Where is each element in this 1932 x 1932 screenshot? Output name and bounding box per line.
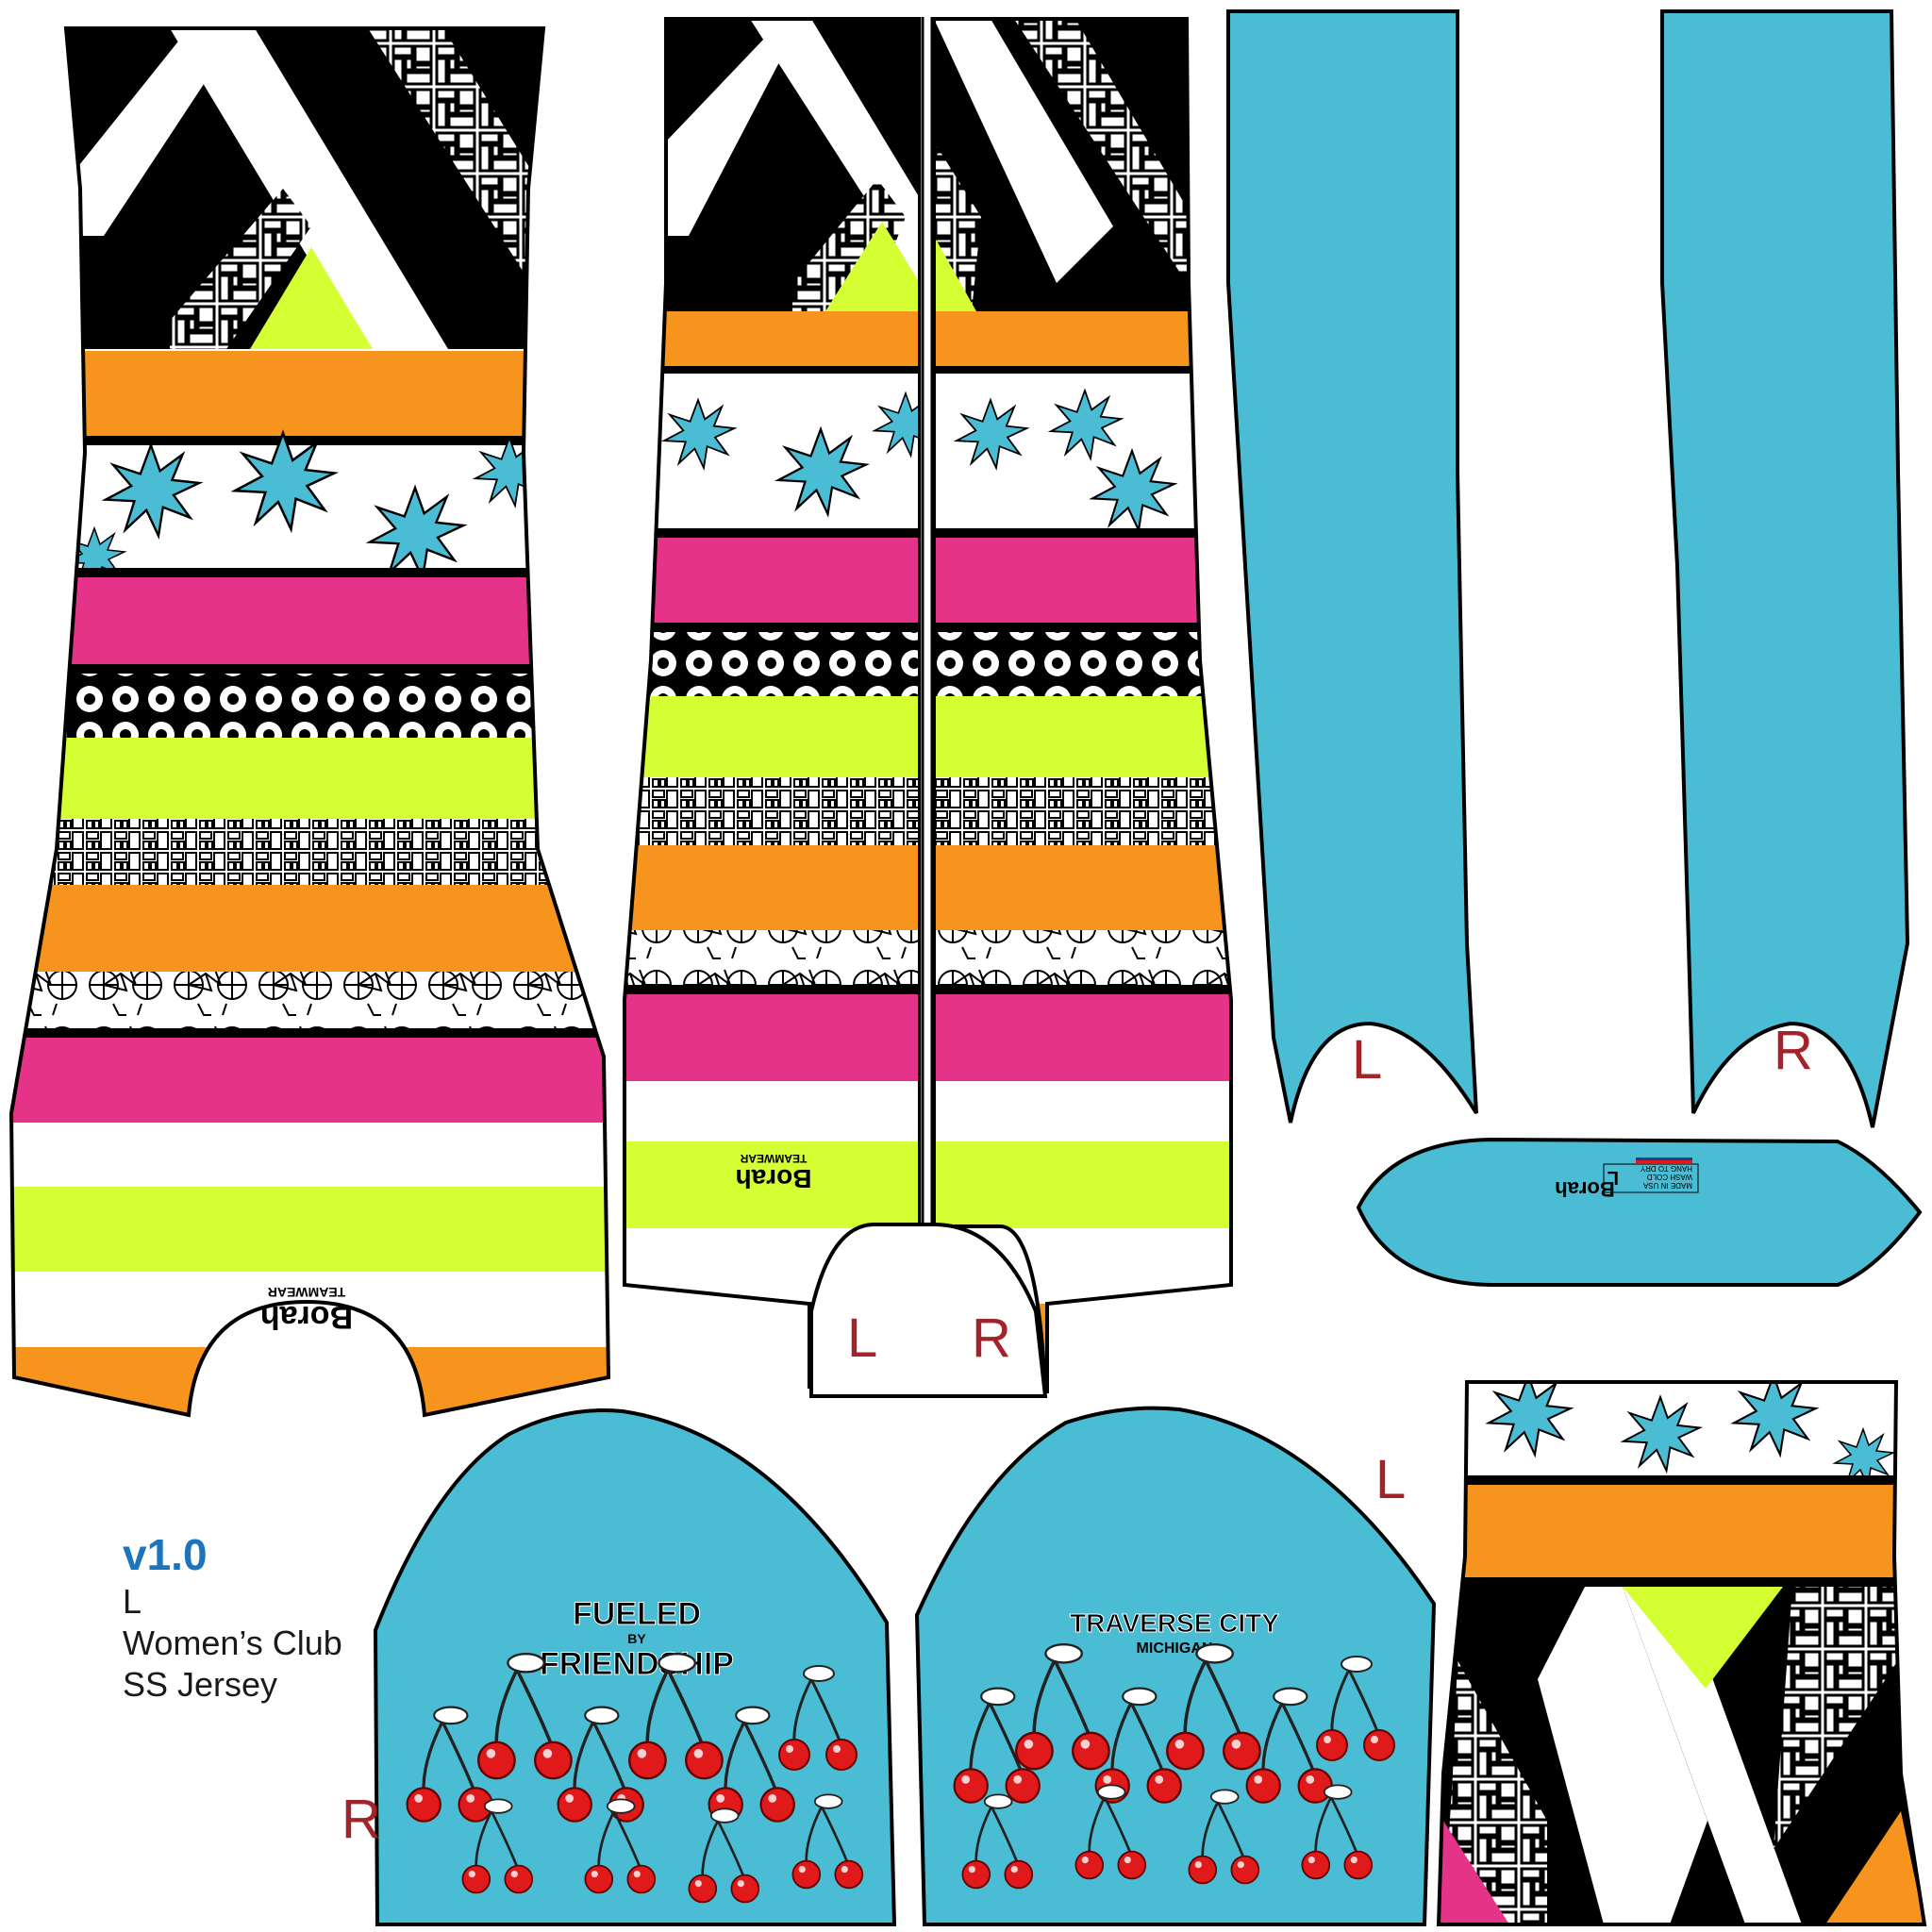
label-right-sleeve: R xyxy=(341,1789,381,1850)
label-left-side-panel: L xyxy=(1352,1029,1383,1091)
sleeve-right-line1: FUELED xyxy=(573,1596,701,1632)
pocket-panel xyxy=(1436,1380,1927,1926)
side-panel-left xyxy=(1226,9,1478,1124)
product-line1: Women’s Club xyxy=(123,1624,342,1662)
label-right-side-panel: R xyxy=(1774,1020,1813,1081)
brand-name: Borah xyxy=(1555,1177,1615,1201)
sleeve-right-line3: FRIENDSHIP xyxy=(540,1646,734,1682)
care-size: L xyxy=(1607,1167,1619,1188)
spec-info: v1.0 L Women’s Club SS Jersey xyxy=(123,1528,342,1706)
sleeve-right-line2: BY xyxy=(627,1631,646,1646)
care-made-in-usa: MADE IN USA xyxy=(1642,1181,1692,1190)
care-tag: MADE IN USA WASH COLD HANG TO DRY L xyxy=(1603,1158,1699,1193)
back-left-panel: Borah TEAMWEAR xyxy=(623,17,922,1396)
sleeve-left: TRAVERSE CITY MICHIGAN xyxy=(914,1406,1437,1926)
sleeve-left-line2: MICHIGAN xyxy=(1137,1641,1213,1657)
collar-panel: Borah MADE IN USA WASH COLD HANG TO DRY … xyxy=(1356,1137,1923,1287)
label-left-sleeve: L xyxy=(1375,1449,1407,1510)
label-right-back: R xyxy=(972,1307,1011,1369)
sleeve-right: FUELED BY FRIENDSHIP xyxy=(373,1408,897,1926)
borah-logo-front: Borah TEAMWEAR xyxy=(260,1285,353,1335)
brand-name: Borah xyxy=(736,1164,812,1193)
product-line2: SS Jersey xyxy=(123,1665,278,1704)
traverse-city-logo: TRAVERSE CITY MICHIGAN xyxy=(1070,1608,1280,1657)
version-label: v1.0 xyxy=(123,1530,208,1579)
borah-logo-back-left: Borah TEAMWEAR xyxy=(736,1152,812,1193)
neck-opening xyxy=(809,1223,1048,1398)
size-label: L xyxy=(123,1582,142,1621)
care-hang-to-dry: HANG TO DRY xyxy=(1640,1164,1692,1173)
borah-logo-collar: Borah xyxy=(1555,1177,1615,1201)
sleeve-left-line1: TRAVERSE CITY xyxy=(1070,1608,1279,1638)
label-left-back: L xyxy=(847,1307,878,1369)
brand-sub: TEAMWEAR xyxy=(268,1285,345,1300)
back-right-panel xyxy=(932,17,1233,1393)
brand-name: Borah xyxy=(260,1299,353,1335)
side-panel-right xyxy=(1660,9,1910,1128)
front-panel: Borah TEAMWEAR xyxy=(8,26,611,1418)
fueled-by-friendship-logo: FUELED BY FRIENDSHIP xyxy=(540,1596,735,1683)
care-wash-cold: WASH COLD xyxy=(1647,1173,1692,1181)
brand-sub: TEAMWEAR xyxy=(740,1152,807,1165)
